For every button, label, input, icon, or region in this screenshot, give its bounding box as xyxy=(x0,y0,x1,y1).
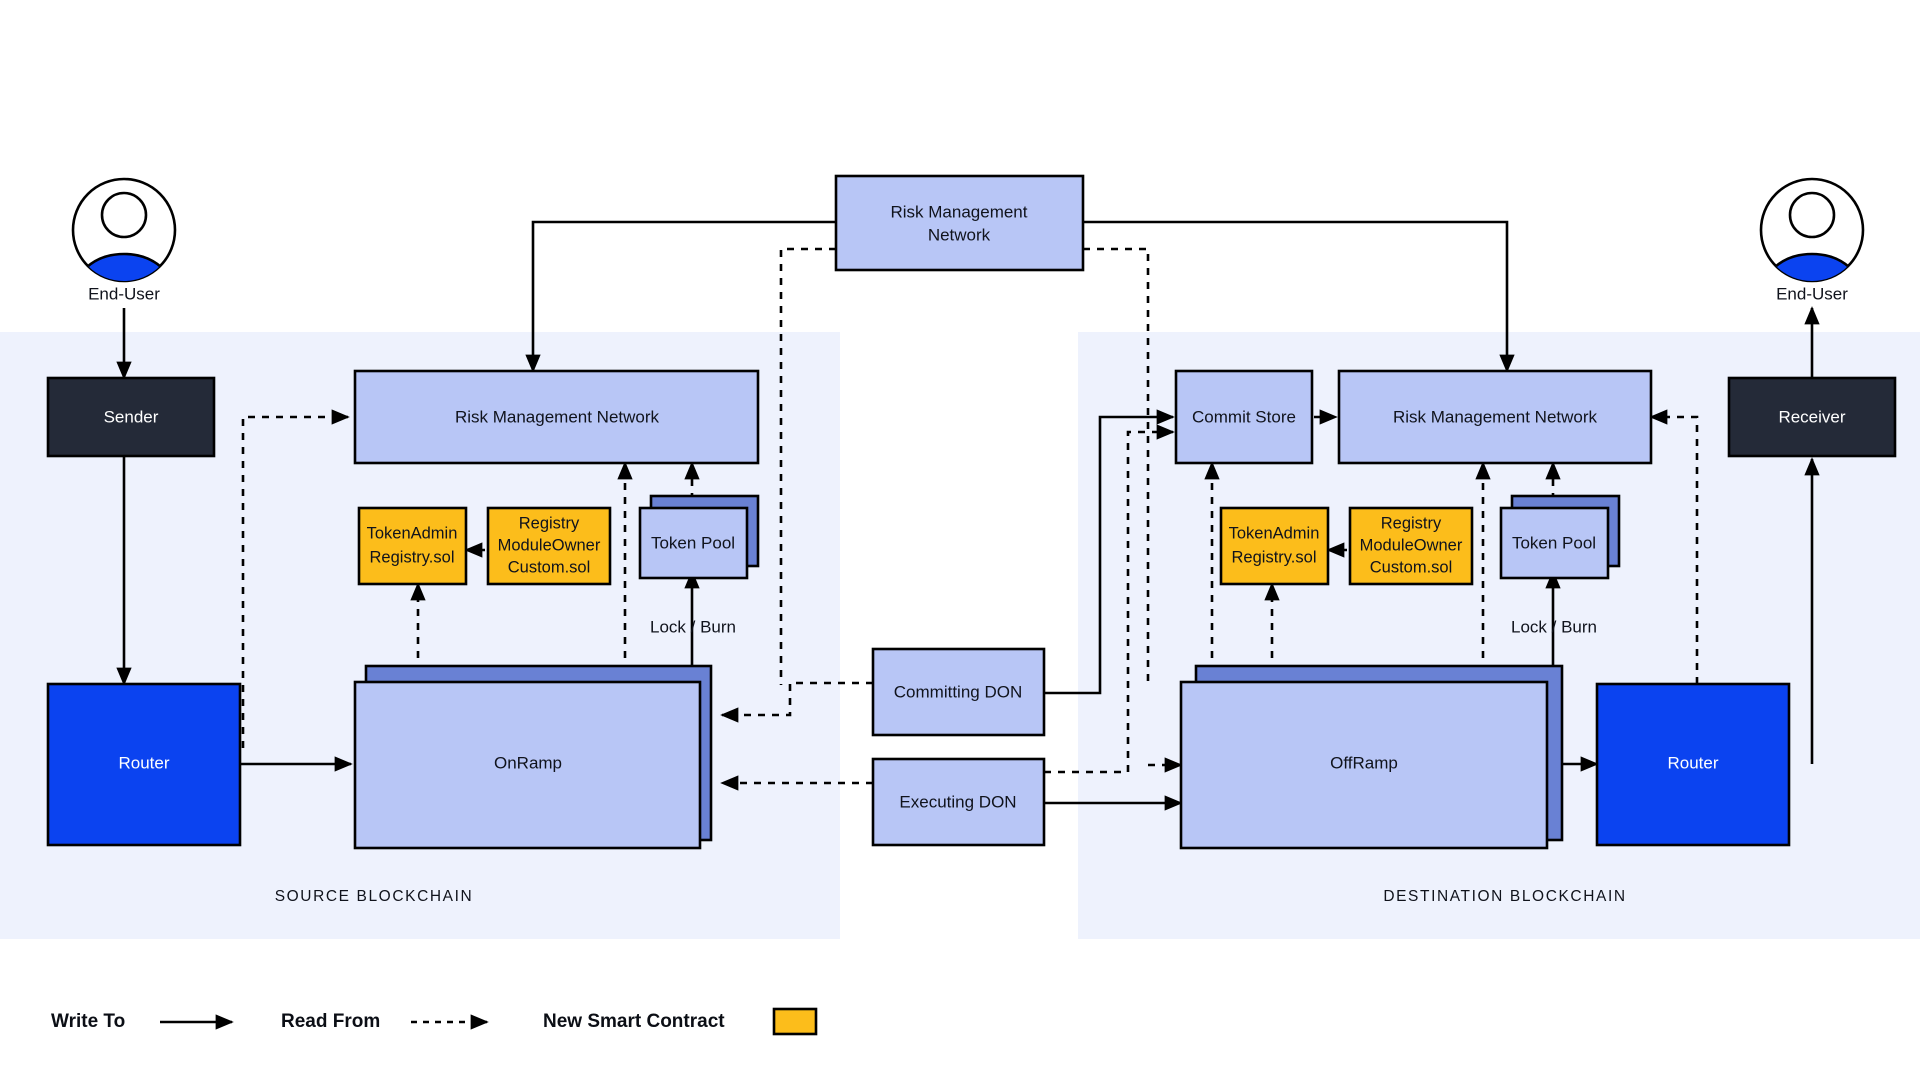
edge-label-lock-burn-destination: Lock / Burn xyxy=(1511,617,1597,636)
edge-rmn-top-to-destination xyxy=(1083,220,1515,373)
tokenadmin-destination-line2: Registry.sol xyxy=(1232,548,1317,566)
actor-label-end-user-right: End-User xyxy=(1776,284,1848,303)
commit-store-label: Commit Store xyxy=(1192,407,1296,426)
node-router-destination[interactable]: Router xyxy=(1595,682,1791,847)
node-onramp[interactable]: OnRamp xyxy=(353,664,713,850)
tokenadmin-destination-line1: TokenAdmin xyxy=(1229,524,1320,542)
edge-rmn-top-read-destination xyxy=(1083,247,1150,685)
avatar-head-left xyxy=(100,191,148,239)
zone-label-destination: DESTINATION BLOCKCHAIN xyxy=(1383,888,1626,905)
avatar-head-right xyxy=(1788,191,1836,239)
regmodule-destination-line1: Registry xyxy=(1381,514,1442,532)
edge-rmn-top-to-source xyxy=(525,220,836,373)
node-sender[interactable]: Sender xyxy=(46,376,216,458)
rmn-top-label-line1: Risk Management xyxy=(890,202,1027,221)
actor-end-user-left[interactable]: End-User xyxy=(71,177,177,322)
node-registry-module-owner-custom-destination[interactable]: Registry ModuleOwner Custom.sol xyxy=(1348,506,1474,586)
actor-end-user-right[interactable]: End-User xyxy=(1759,177,1865,322)
node-risk-management-network-destination[interactable]: Risk Management Network xyxy=(1337,369,1653,465)
regmodule-source-line2: ModuleOwner xyxy=(498,536,601,554)
avatar-body-left xyxy=(75,252,173,281)
edge-router-destination-read-rmn xyxy=(1649,409,1699,684)
node-committing-don[interactable]: Committing DON xyxy=(871,647,1046,737)
legend-label-write-to: Write To xyxy=(51,1011,125,1032)
sender-label: Sender xyxy=(104,407,159,426)
node-token-pool-source[interactable]: Token Pool xyxy=(638,494,760,580)
rmn-source-label: Risk Management Network xyxy=(455,407,660,426)
offramp-label: OffRamp xyxy=(1330,753,1398,772)
router-destination-label: Router xyxy=(1667,753,1718,772)
legend-label-new-smart-contract: New Smart Contract xyxy=(543,1011,725,1032)
onramp-label: OnRamp xyxy=(494,753,562,772)
zone-label-source: SOURCE BLOCKCHAIN xyxy=(275,888,474,905)
node-token-pool-destination[interactable]: Token Pool xyxy=(1499,494,1621,580)
node-router-source[interactable]: Router xyxy=(46,682,242,847)
node-receiver[interactable]: Receiver xyxy=(1727,376,1897,458)
tokenadmin-source-line1: TokenAdmin xyxy=(367,524,458,542)
edge-committing-don-to-commit-store xyxy=(1044,409,1175,695)
regmodule-source-line3: Custom.sol xyxy=(508,558,591,576)
receiver-label: Receiver xyxy=(1778,407,1845,426)
router-source-label: Router xyxy=(118,753,169,772)
actor-label-end-user-left: End-User xyxy=(88,284,160,303)
node-registry-module-owner-custom-source[interactable]: Registry ModuleOwner Custom.sol xyxy=(486,506,612,586)
committing-don-label: Committing DON xyxy=(894,682,1022,701)
regmodule-destination-line2: ModuleOwner xyxy=(1360,536,1463,554)
legend: Write To Read From New Smart Contract xyxy=(51,1007,818,1036)
edge-executing-don-read-commit-store xyxy=(1044,424,1175,774)
rmn-top-label-line2: Network xyxy=(928,225,991,244)
token-pool-destination-label: Token Pool xyxy=(1512,533,1596,552)
edge-label-lock-burn-source: Lock / Burn xyxy=(650,617,736,636)
edge-rmn-top-read-source xyxy=(779,247,836,685)
token-pool-source-label: Token Pool xyxy=(651,533,735,552)
rmn-destination-label: Risk Management Network xyxy=(1393,407,1598,426)
node-risk-management-network-top[interactable]: Risk Management Network xyxy=(834,174,1085,272)
regmodule-source-line1: Registry xyxy=(519,514,580,532)
avatar-body-right xyxy=(1763,252,1861,281)
legend-label-read-from: Read From xyxy=(281,1011,380,1032)
node-risk-management-network-source[interactable]: Risk Management Network xyxy=(353,369,760,465)
edge-committing-don-read-onramp xyxy=(720,681,873,723)
node-commit-store[interactable]: Commit Store xyxy=(1174,369,1314,465)
node-executing-don[interactable]: Executing DON xyxy=(871,757,1046,847)
node-offramp[interactable]: OffRamp xyxy=(1179,664,1564,850)
legend-swatch-new-smart-contract xyxy=(772,1007,818,1036)
node-token-admin-registry-source[interactable]: TokenAdmin Registry.sol xyxy=(357,506,468,586)
regmodule-destination-line3: Custom.sol xyxy=(1370,558,1453,576)
node-token-admin-registry-destination[interactable]: TokenAdmin Registry.sol xyxy=(1219,506,1330,586)
executing-don-label: Executing DON xyxy=(899,792,1016,811)
tokenadmin-source-line2: Registry.sol xyxy=(370,548,455,566)
